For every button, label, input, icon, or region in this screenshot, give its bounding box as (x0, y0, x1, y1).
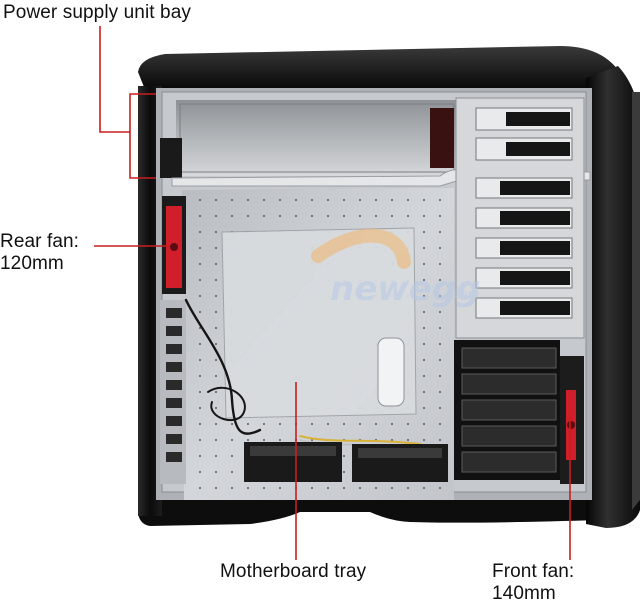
drive-bay-slot (475, 107, 573, 131)
drive-cage (455, 97, 585, 339)
rear-fan (162, 196, 186, 294)
callout-lines (94, 26, 571, 560)
drive-bay-slot (475, 177, 573, 199)
psu-callout-line (99, 26, 130, 133)
psu-bracket-line (129, 93, 156, 179)
pc-case-photo: newegg .com (94, 26, 640, 560)
drive-bay-slot (475, 137, 573, 161)
bottom-accessory-boxes (244, 442, 448, 482)
rear-fan-label: Rear fan: 120mm (0, 231, 80, 274)
hdd-cage (454, 340, 560, 480)
front-fan-label: Front fan: 140mm (492, 561, 575, 604)
motherboard-tray-panel (182, 188, 454, 500)
drive-bay-slot (475, 237, 573, 259)
case-body (138, 46, 640, 528)
drive-bay-slot (475, 297, 573, 319)
drive-bay-slot (475, 207, 573, 229)
expansion-slots (160, 300, 186, 484)
watermark-text: newegg (330, 269, 480, 309)
watermark-suffix: .com (450, 287, 479, 301)
drive-bay-slot (475, 267, 573, 289)
motherboard-tray-label: Motherboard tray (220, 561, 367, 582)
psu-bay-label: Power supply unit bay (3, 2, 191, 23)
front-fan (560, 356, 584, 484)
watermark: newegg .com (311, 228, 480, 309)
